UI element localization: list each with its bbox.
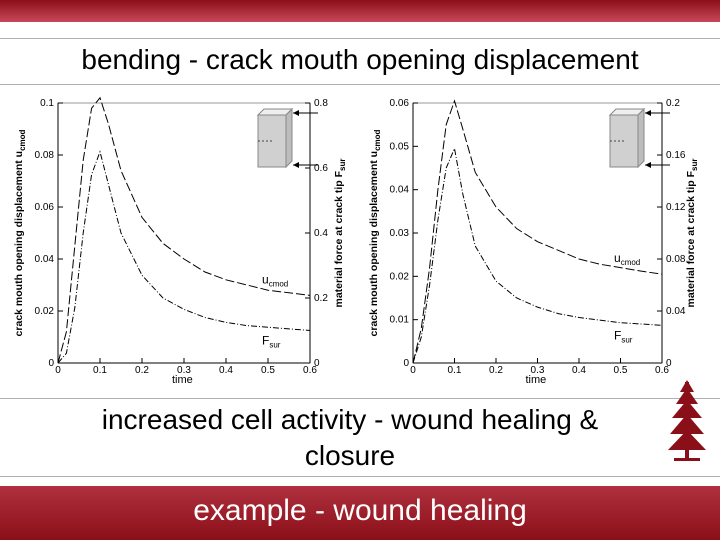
- chart-2: 0 0.1 0.2 0.3 0.4 0.5 0.6 time 0 0.01 0.02 0.03 0.04…: [368, 98, 699, 386]
- figure-panel: 0 0.1 0.2 0.3 0.4 0.5 0.6 time 0 0.02 0.04 0.06 0.08…: [13, 96, 699, 386]
- y-tick-label: 0.03: [390, 228, 410, 239]
- y2-tick-label: 0.2: [314, 293, 328, 304]
- specimen-side-face: [637, 107, 645, 169]
- x-tick-label: 0: [410, 365, 416, 376]
- x-tick-label: 0.2: [135, 365, 149, 376]
- x-tick-label: 0.4: [219, 365, 233, 376]
- series-label-u: ucmod: [262, 272, 288, 288]
- load-arrowhead-top: [645, 110, 651, 116]
- y2-tick-label: 0: [314, 358, 320, 369]
- subtitle-rule-top: [0, 398, 720, 399]
- x-tick-label: 0: [55, 365, 61, 376]
- load-arrowhead-top: [293, 110, 299, 116]
- chart-1: 0 0.1 0.2 0.3 0.4 0.5 0.6 time 0 0.02 0.04 0.06 0.08…: [13, 96, 347, 386]
- specimen-side-face: [285, 107, 293, 169]
- y-tick-label: 0: [403, 358, 409, 369]
- specimen-sketch-icon: [608, 107, 670, 169]
- x-tick-label: 0.2: [489, 365, 503, 376]
- series-line-u: [57, 96, 311, 364]
- load-arrowhead-bottom: [645, 162, 651, 168]
- slide-subtitle: increased cell activity - wound healing …: [30, 402, 670, 474]
- y2-tick-label: 0.4: [314, 228, 328, 239]
- y-tick-label: 0.02: [390, 271, 410, 282]
- y-tick-label: 0.04: [390, 185, 410, 196]
- y2-tick-label: 0.08: [666, 254, 686, 265]
- y2-tick-label: 0.04: [666, 306, 686, 317]
- footer-band: [0, 486, 720, 540]
- y-tick-label: 0.08: [35, 150, 55, 161]
- x-tick-label: 0.3: [531, 365, 545, 376]
- y-tick-label: 0.05: [390, 141, 410, 152]
- subtitle-rule-bottom: [0, 476, 720, 477]
- y-axis-title: crack mouth opening displacement ucmod: [368, 129, 382, 336]
- x-axis-title: time: [172, 374, 193, 386]
- y-tick-label: 0.04: [35, 254, 55, 265]
- slide-title: bending - crack mouth opening displaceme…: [81, 44, 639, 75]
- y-tick-label: 0.1: [40, 98, 54, 109]
- y-tick-label: 0.02: [35, 306, 55, 317]
- load-arrowhead-bottom: [293, 162, 299, 168]
- series-line-F: [57, 150, 311, 364]
- x-tick-label: 0.1: [448, 365, 462, 376]
- y2-tick-label: 0.6: [314, 163, 328, 174]
- y2-tick-label: 0.8: [314, 98, 328, 109]
- y-tick-label: 0.06: [390, 98, 410, 109]
- footer-label: example - wound healing: [193, 494, 527, 527]
- x-tick-label: 0.5: [261, 365, 275, 376]
- x-tick-label: 0.1: [93, 365, 107, 376]
- x-tick-label: 0.6: [655, 365, 669, 376]
- y-axis-title: crack mouth opening displacement ucmod: [13, 129, 27, 336]
- y2-axis-title: material force at crack tip Fsur: [333, 158, 347, 307]
- top-banner: [0, 0, 720, 22]
- title-rule-top: [0, 38, 720, 39]
- y-tick-label: 0: [48, 358, 54, 369]
- subtitle-line-1: increased cell activity - wound healing …: [101, 404, 599, 435]
- specimen-sketch-icon: [256, 107, 318, 169]
- x-tick-label: 0.4: [572, 365, 586, 376]
- series-line-F: [412, 146, 663, 364]
- y2-axis-title: material force at crack tip Fsur: [685, 158, 699, 307]
- series-label-u: ucmod: [614, 251, 640, 267]
- x-tick-label: 0.5: [614, 365, 628, 376]
- y2-tick-label: 0.2: [666, 98, 680, 109]
- series-line-u: [412, 99, 663, 364]
- x-tick-label: 0.6: [303, 365, 317, 376]
- series-label-F: Fsur: [262, 334, 281, 350]
- y2-tick-label: 0: [666, 358, 672, 369]
- y2-tick-label: 0.12: [666, 202, 686, 213]
- x-tick-label: 0.3: [177, 365, 191, 376]
- title-rule-bottom: [0, 84, 720, 85]
- tree-logo-icon: [668, 380, 706, 461]
- y2-tick-label: 0.16: [666, 150, 686, 161]
- y-tick-label: 0.06: [35, 202, 55, 213]
- series-label-F: Fsur: [614, 328, 633, 344]
- subtitle-line-2: closure: [304, 440, 396, 471]
- y-tick-label: 0.01: [390, 315, 410, 326]
- x-axis-title: time: [526, 374, 547, 386]
